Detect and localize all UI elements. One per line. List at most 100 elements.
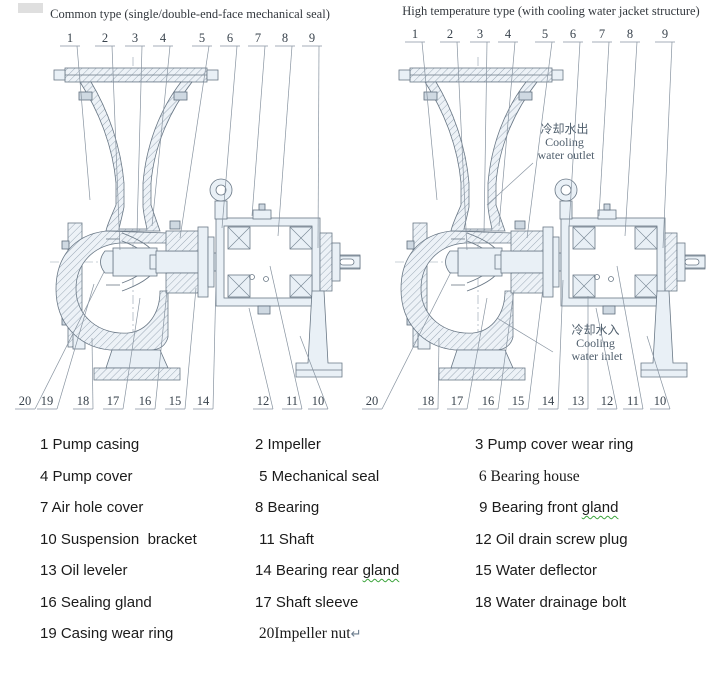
legend-row: 10 Suspension bracket 11 Shaft 12 Oil dra…	[40, 531, 721, 563]
callout-number: 17	[451, 394, 464, 408]
legend-item: 4 Pump cover	[40, 467, 133, 485]
cooling-inlet-label-line: 冷却水入	[571, 323, 619, 337]
callout-number: 3	[132, 31, 138, 45]
callout-leader-line	[184, 287, 197, 410]
callout-number: 4	[505, 27, 512, 41]
callout-number: 16	[482, 394, 495, 408]
callout-number: 19	[41, 394, 54, 408]
callout-number: 8	[627, 27, 633, 41]
cooling-inlet-label-line: water inlet	[572, 349, 624, 363]
callout-number: 11	[286, 394, 298, 408]
callout-leader-line	[456, 41, 468, 251]
legend-item: 3 Pump cover wear ring	[475, 436, 634, 453]
spellcheck-underlined-word: gland	[362, 562, 400, 579]
legend-item: 7 Air hole cover	[40, 499, 144, 516]
legend-item: 19 Casing wear ring	[40, 625, 174, 642]
spellcheck-underlined-word: gland	[581, 499, 619, 516]
callout-number: 14	[197, 394, 210, 408]
callout-leader-line	[527, 287, 544, 410]
callout-leader-line	[598, 41, 610, 217]
callout-number: 12	[601, 394, 614, 408]
callout-leader-line	[299, 335, 329, 410]
callout-number: 5	[542, 27, 548, 41]
callout-number: 10	[312, 394, 325, 408]
callout-number: 15	[512, 394, 525, 408]
callout-number: 9	[309, 31, 315, 45]
legend-row: 7 Air hole cover 8 Bearing 9 Bearing fron…	[40, 499, 721, 531]
callout-leader-line	[151, 45, 171, 227]
callout-leader-line	[154, 289, 168, 410]
svg-text:冷却水出 Cooling w: 冷却水出 Cooling water outlet	[538, 122, 596, 162]
callout-number: 2	[447, 27, 453, 41]
callout-number: 2	[102, 31, 108, 45]
right-diagram-title: High temperature type (with cooling wate…	[402, 4, 699, 18]
legend-item: 17 Shaft sleeve	[255, 593, 359, 611]
callout-leader-line	[111, 45, 121, 251]
callout-number: 17	[107, 394, 120, 408]
callout-number: 10	[654, 394, 667, 408]
callout-leader-line	[277, 45, 293, 237]
legend-item: 15 Water deflector	[475, 562, 597, 579]
callout-number: 7	[255, 31, 261, 45]
legend-item: 16 Sealing gland	[40, 593, 152, 611]
legend-item: 5 Mechanical seal	[255, 467, 380, 485]
cooling-outlet-label-line: Cooling	[545, 135, 584, 149]
legend-row: 19 Casing wear ring 20Impeller nut↵	[40, 625, 721, 657]
callout-number: 14	[542, 394, 555, 408]
callout-leader-line	[568, 41, 581, 229]
callout-leader-line	[466, 297, 488, 410]
cooling-outlet-label-line: 冷却水出	[540, 122, 588, 136]
legend-item: 8 Bearing	[255, 499, 320, 516]
legend-item: 2 Impeller	[255, 436, 321, 453]
legend-item: 14 Bearing rear gland	[255, 562, 400, 579]
callout-number: 4	[160, 31, 167, 45]
scan-smudge	[18, 3, 43, 13]
high-temperature-pump-drawing	[394, 56, 706, 381]
callout-leader-line	[381, 271, 452, 410]
callout-number: 6	[570, 27, 576, 41]
callout-number: 18	[422, 394, 435, 408]
legend-row: 4 Pump cover 5 Mechanical seal 6 Bearing…	[40, 468, 721, 500]
legend-item: 10 Suspension bracket	[40, 530, 197, 548]
callout-number: 20	[19, 394, 32, 408]
callout-leader-line	[616, 265, 644, 410]
callout-number: 7	[599, 27, 605, 41]
callout-leader-line	[498, 41, 516, 227]
legend-item: 9 Bearing front gland	[475, 499, 619, 516]
legend-item: 11 Shaft	[255, 530, 314, 548]
parts-legend: 1 Pump casing 2 Impeller 3 Pump cover wear…	[40, 436, 721, 657]
callout-leader-line	[595, 307, 618, 410]
cooling-inlet-label-line: Cooling	[576, 336, 615, 350]
callout-number: 5	[199, 31, 205, 45]
callout-leader-line	[437, 337, 440, 410]
callout-leader-line	[136, 45, 143, 234]
common-type-pump-drawing	[49, 56, 361, 381]
legend-item: 13 Oil leveler	[40, 562, 128, 579]
callout-leader-line	[269, 265, 303, 410]
callout-leader-line	[662, 41, 673, 249]
legend-item: 1 Pump casing	[40, 436, 140, 453]
svg-text:冷却水入 Cooling w: 冷却水入 Cooling water inlet	[571, 323, 623, 363]
callout-leader-line	[646, 335, 671, 410]
callout-leader-line	[624, 41, 638, 237]
callout-number: 9	[662, 27, 668, 41]
callout-number: 18	[77, 394, 90, 408]
callout-number: 1	[412, 27, 418, 41]
cooling-water-inlet-annotation: 冷却水入 Cooling water inlet	[496, 317, 623, 363]
callout-number: 15	[169, 394, 182, 408]
legend-item: 6 Bearing house	[475, 467, 580, 485]
callout-leader-line	[122, 297, 141, 410]
line-break-mark: ↵	[350, 626, 362, 641]
callout-number: 12	[257, 394, 270, 408]
pump-diagrams-canvas: Common type (single/double-end-face mech…	[15, 3, 706, 410]
callout-number: 20	[366, 394, 379, 408]
callout-leader-line	[34, 271, 105, 410]
legend-item: 12 Oil drain screw plug	[475, 530, 628, 548]
callout-leader-line	[221, 45, 238, 229]
callout-leader-line	[76, 45, 91, 201]
callout-leader-line	[526, 41, 553, 239]
callout-leader-line	[212, 279, 217, 410]
callout-leader-line	[497, 289, 515, 410]
callout-number: 16	[139, 394, 152, 408]
